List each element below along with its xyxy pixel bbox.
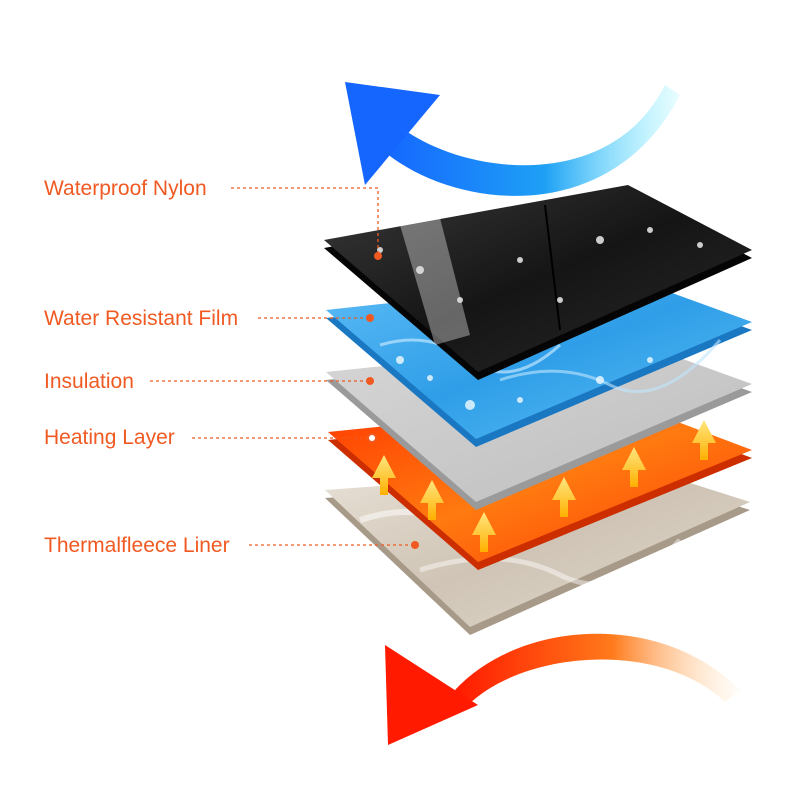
leader-dot-heating-layer [367, 433, 377, 443]
leader-dot-thermalfleece-liner [411, 541, 419, 549]
heat-up-arrow-icon [372, 420, 716, 552]
warm-air-arrow-icon [385, 633, 740, 745]
label-insulation: Insulation [44, 370, 134, 393]
leader-dot-insulation [366, 377, 374, 385]
leader-dot-water-resistant-film [366, 314, 374, 322]
label-water-resistant-film: Water Resistant Film [44, 307, 239, 330]
label-heating-layer: Heating Layer [44, 426, 175, 449]
waterproof-nylon-layer [324, 185, 752, 380]
leader-dot-waterproof-nylon [374, 252, 382, 260]
leader-lines [150, 187, 415, 546]
cold-air-out-arrow-icon [345, 82, 680, 196]
label-waterproof-nylon: Waterproof Nylon [44, 177, 207, 200]
label-thermalfleece-liner: Thermalfleece Liner [44, 534, 230, 557]
leader-dots [366, 252, 419, 549]
leader-line-waterproof-nylon [231, 187, 379, 256]
